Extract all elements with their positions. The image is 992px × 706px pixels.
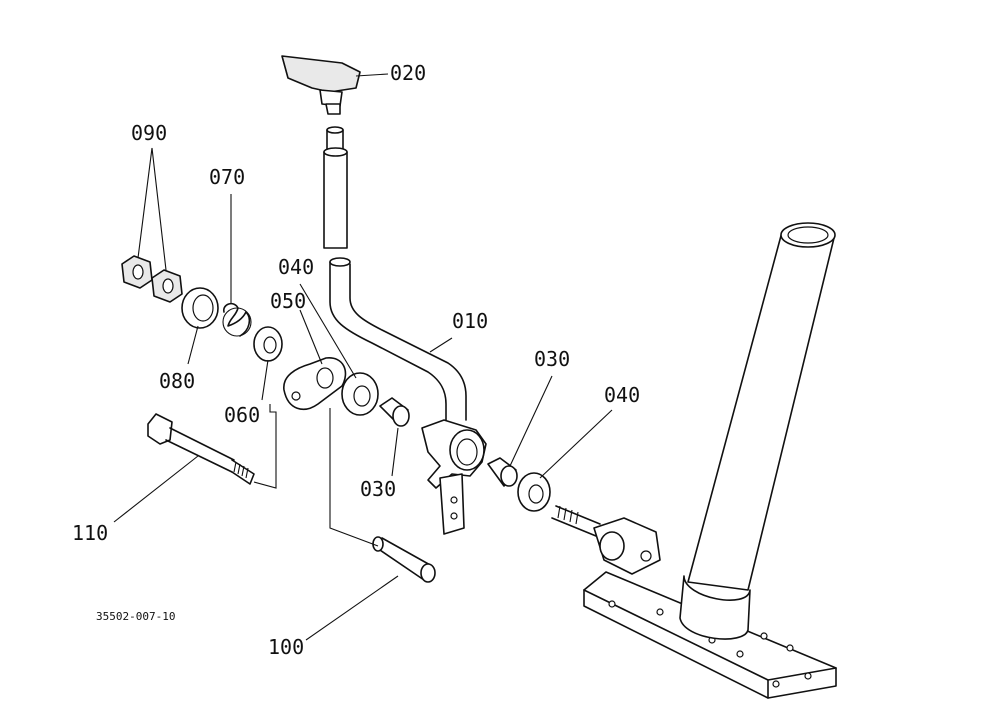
bushing-part-030-right [487,457,518,487]
lever-rod-part-010 [323,126,487,535]
callout-040-left: 040 [278,255,314,279]
bushing-part-030-left [379,397,410,427]
pin-part-100 [372,536,436,583]
bolt-part-110 [147,413,255,485]
callout-labels: 020 090 070 040 050 010 030 040 080 060 … [72,61,640,659]
washer-part-040-left [341,372,379,416]
knob-part-020 [281,55,361,115]
callout-050: 050 [270,289,306,313]
callout-030-right: 030 [534,347,570,371]
spring-part-070 [222,302,252,337]
callout-010: 010 [452,309,488,333]
base-bracket [551,222,837,699]
callout-100: 100 [268,635,304,659]
ring-part-080 [181,287,219,329]
callout-080: 080 [159,369,195,393]
callout-020: 020 [390,61,426,85]
callout-090: 090 [131,121,167,145]
link-plate-part-050 [283,357,347,411]
washer-part-060 [253,326,283,362]
callout-040-right: 040 [604,383,640,407]
callout-110: 110 [72,521,108,545]
callout-030-left: 030 [360,477,396,501]
reference-code: 35502-007-10 [96,610,175,623]
nut-part-090 [121,255,183,303]
leader-lines [113,73,613,641]
callout-070: 070 [209,165,245,189]
washer-part-040-right [517,472,551,512]
callout-060: 060 [224,403,260,427]
